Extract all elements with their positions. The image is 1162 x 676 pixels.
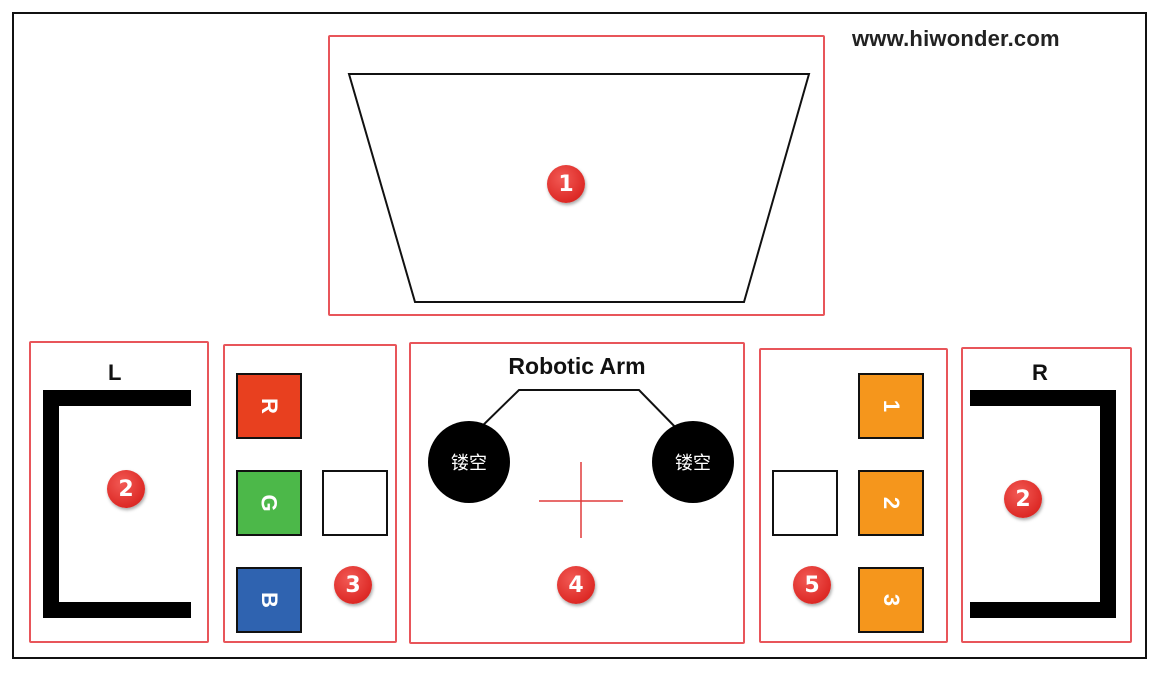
zone-numbers-frame	[759, 348, 948, 643]
square-green-label: G	[257, 494, 282, 512]
zone-colors-frame	[223, 344, 397, 643]
arm-lines	[473, 389, 683, 538]
badge-2-right: 2	[1004, 480, 1042, 518]
badge-5: 5	[793, 566, 831, 604]
square-green: G	[236, 470, 302, 536]
square-red: R	[236, 373, 302, 439]
trapezoid-area	[347, 73, 811, 303]
zone-1-frame	[328, 35, 825, 316]
square-number-3-label: 3	[879, 593, 904, 607]
zone-left-frame	[29, 341, 209, 643]
badge-1: 1	[547, 165, 585, 203]
square-red-label: R	[256, 398, 282, 414]
right-bracket-side	[1100, 390, 1116, 618]
badge-4: 4	[557, 566, 595, 604]
zone-right-frame	[961, 347, 1132, 643]
right-bracket-top	[970, 390, 1116, 406]
map-board	[12, 12, 1147, 659]
zone-arm-frame	[409, 342, 745, 644]
square-number-1-label: 1	[879, 399, 904, 413]
arm-title: Robotic Arm	[508, 353, 646, 379]
left-bracket-top	[43, 390, 191, 406]
left-bracket-bottom	[43, 602, 191, 618]
hollow-hole-right: 镂空	[652, 421, 734, 503]
badge-2-left: 2	[107, 470, 145, 508]
square-number-1: 1	[858, 373, 924, 439]
right-bracket-bottom	[970, 602, 1116, 618]
badge-3: 3	[334, 566, 372, 604]
square-number-2-label: 2	[879, 496, 904, 510]
square-number-2: 2	[858, 470, 924, 536]
website-label: www.hiwonder.com	[852, 26, 1060, 51]
square-number-3: 3	[858, 567, 924, 633]
right-label: R	[1032, 360, 1048, 385]
square-blue-label: B	[256, 592, 282, 608]
hollow-hole-left: 镂空	[428, 421, 510, 503]
empty-slot-left	[322, 470, 388, 536]
square-blue: B	[236, 567, 302, 633]
left-bracket-side	[43, 390, 59, 618]
empty-slot-right	[772, 470, 838, 536]
left-label: L	[108, 360, 122, 385]
